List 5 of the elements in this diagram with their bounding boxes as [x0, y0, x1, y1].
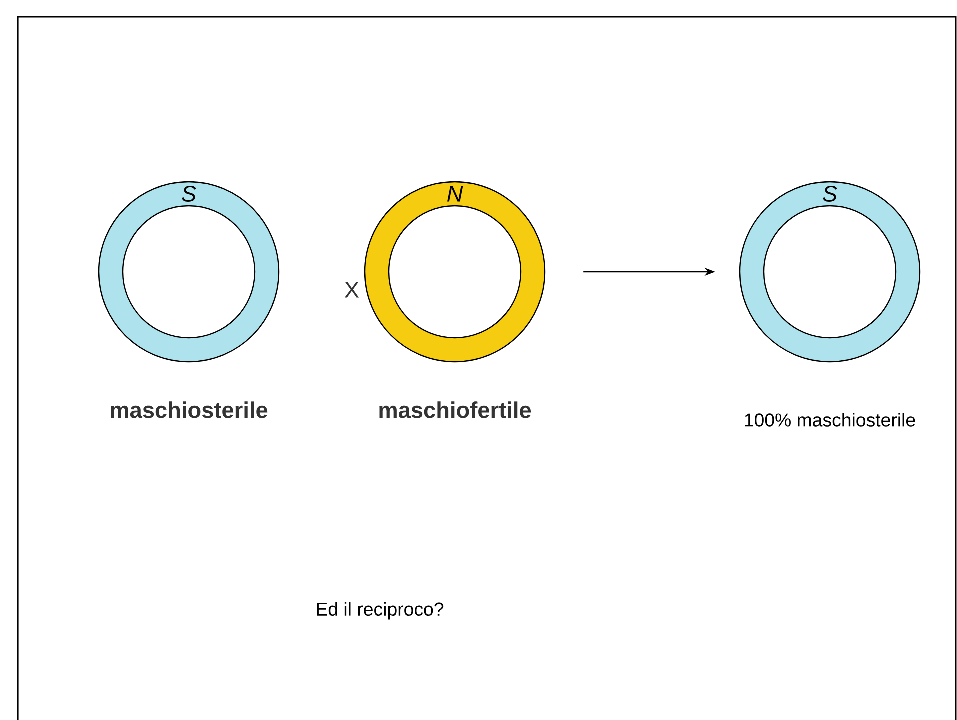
ring-caption: maschiofertile	[380, 402, 532, 418]
ring-caption: maschiosterile	[111, 402, 268, 418]
cross-sign: X	[344, 282, 360, 298]
ring-caption: 100% maschiosterile	[745, 413, 916, 427]
question-text: Ed il reciproco?	[317, 602, 444, 620]
